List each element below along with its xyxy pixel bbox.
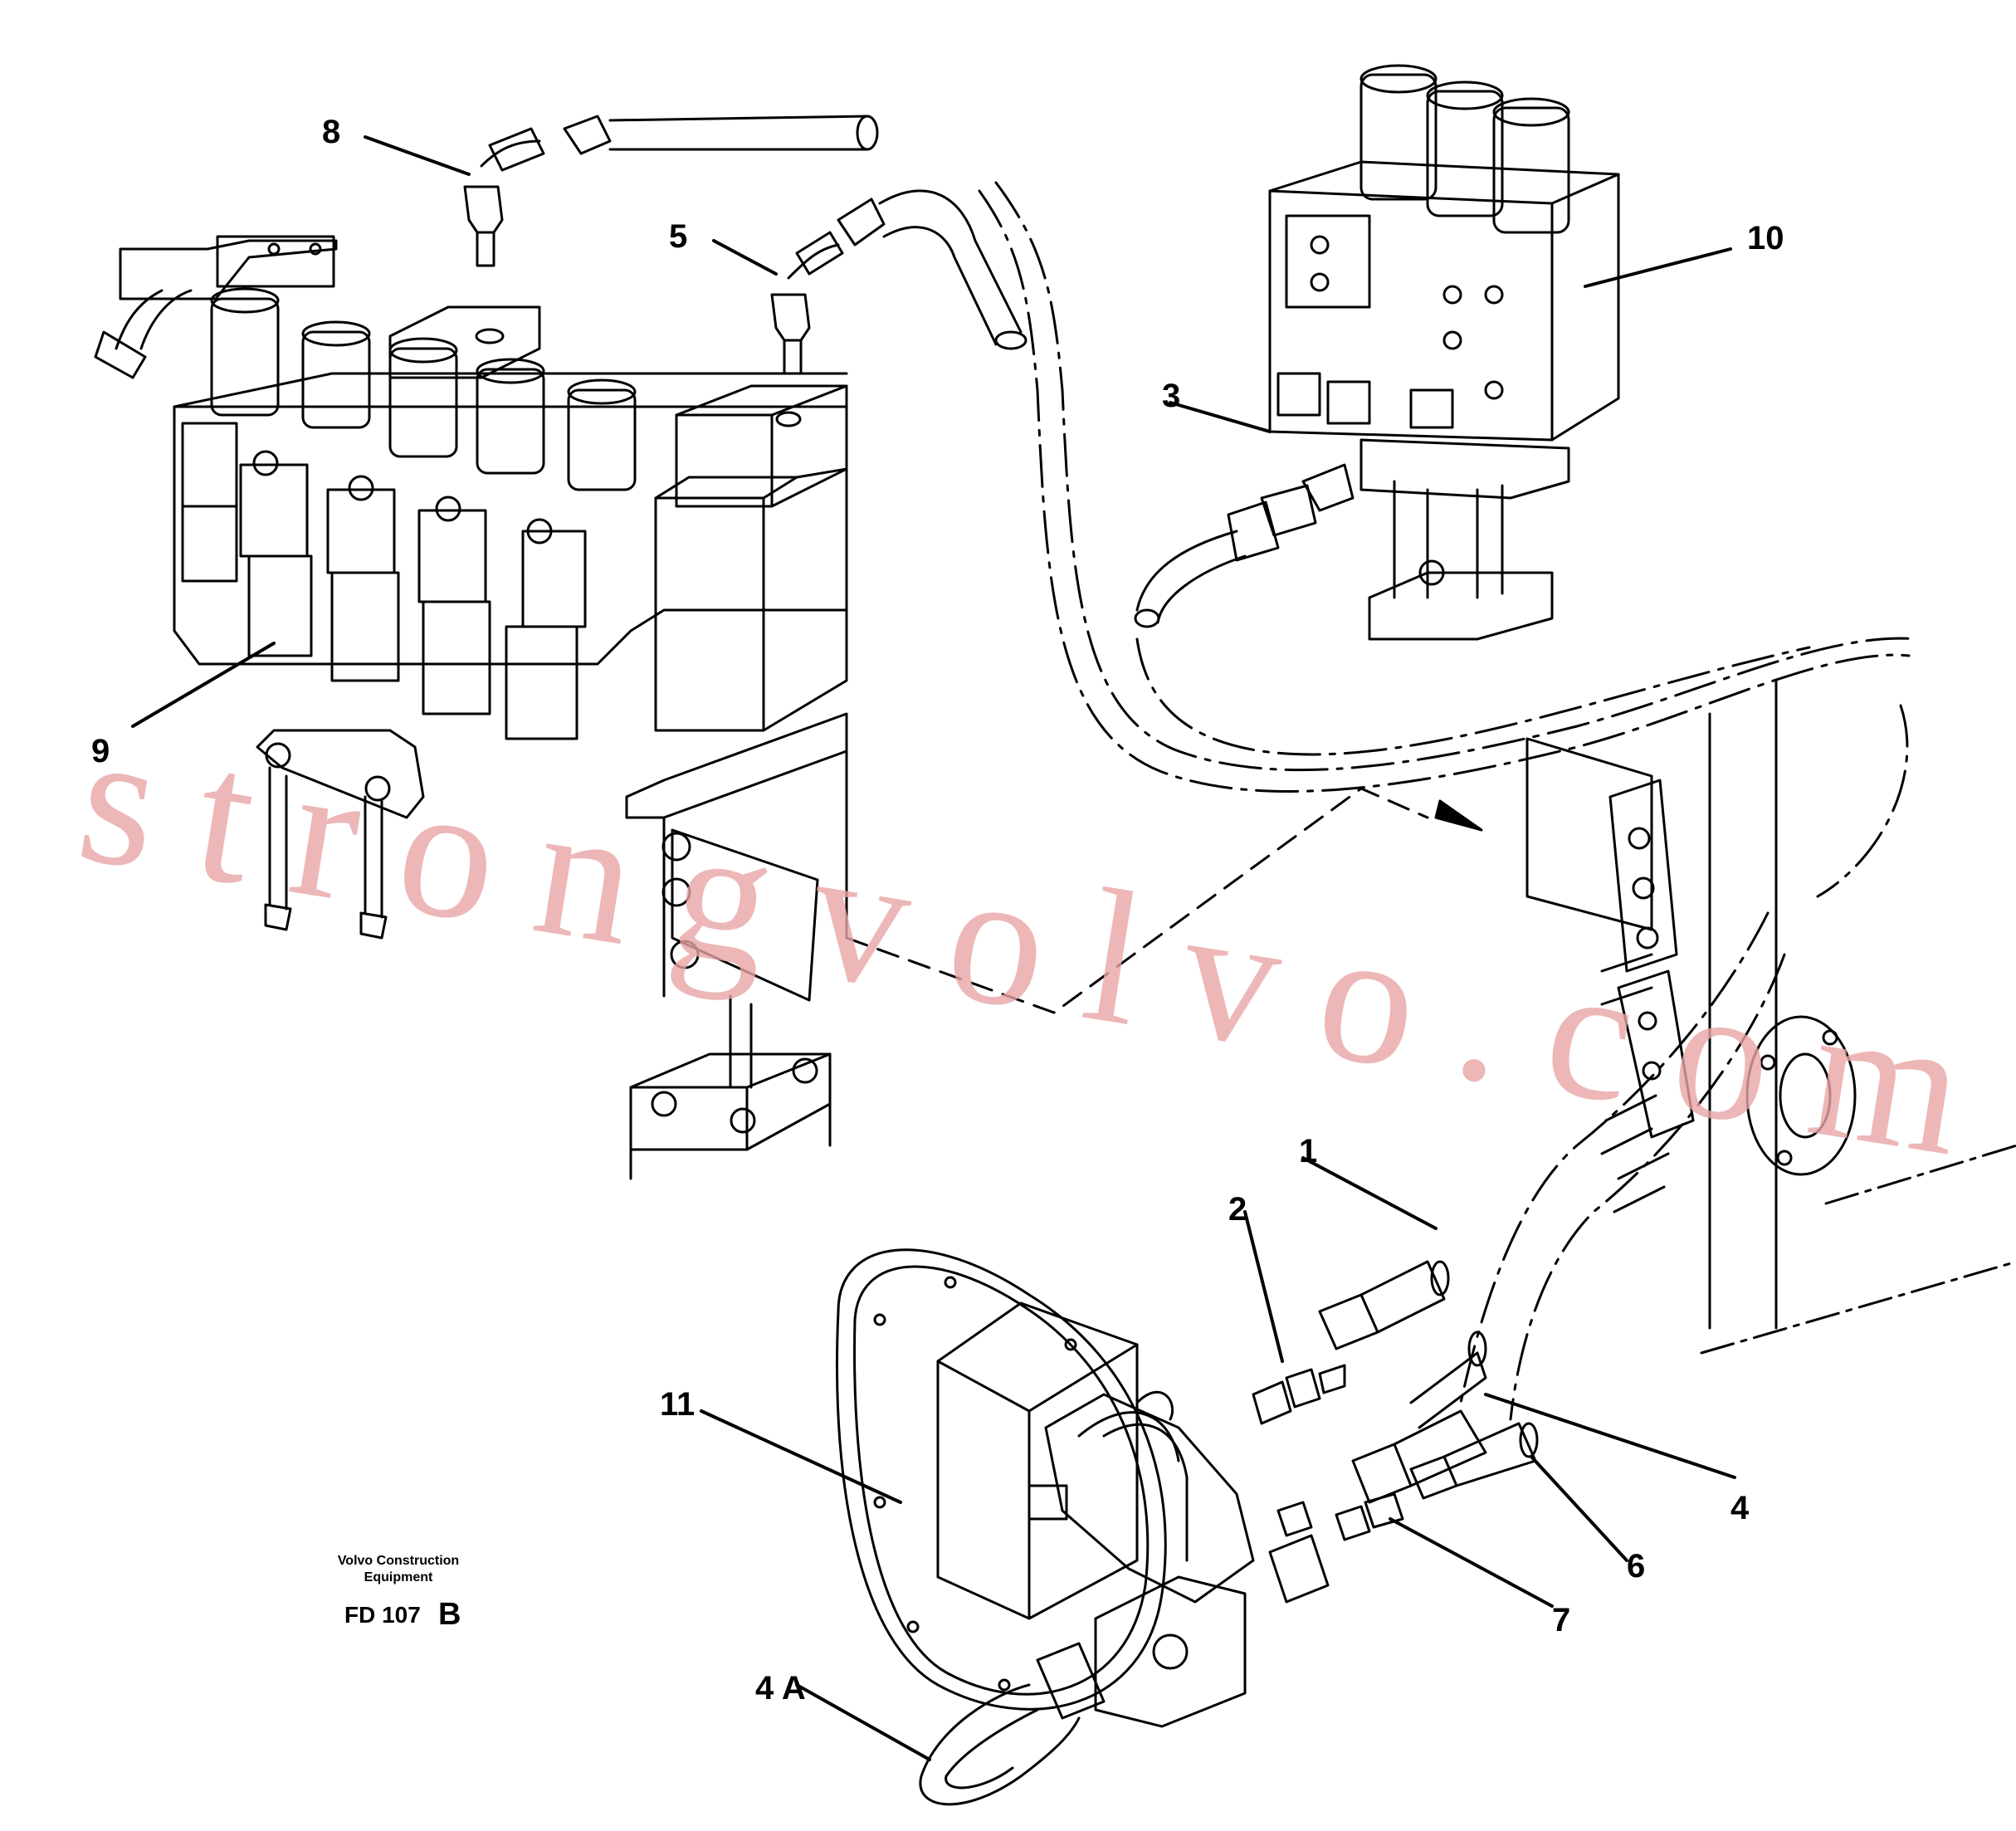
callout-2: 2 bbox=[1228, 1191, 1247, 1228]
reference-arrow bbox=[845, 787, 1483, 1014]
callout-7: 7 bbox=[1552, 1602, 1570, 1638]
callout-10: 10 bbox=[1747, 220, 1784, 256]
fitting-8 bbox=[463, 127, 545, 267]
hoses-top bbox=[563, 115, 1919, 793]
title-block: Volvo Construction Equipment FD 107 B bbox=[338, 1554, 461, 1632]
callout-4a: 4 A bbox=[755, 1670, 806, 1706]
valve-block-9 bbox=[94, 235, 848, 1180]
manufacturer-line-1: Volvo Construction bbox=[338, 1554, 459, 1568]
fitting-7 bbox=[1335, 1492, 1404, 1541]
bulkhead-bracket bbox=[1459, 679, 2016, 1421]
callout-1: 1 bbox=[1299, 1133, 1317, 1169]
hose-6 bbox=[1409, 1422, 1539, 1500]
callout-3: 3 bbox=[1162, 378, 1180, 414]
callout-labels: 8 5 3 10 9 1 2 11 4 6 7 4 A bbox=[91, 114, 1784, 1706]
fitting-3 bbox=[1134, 463, 1811, 756]
hose-1 bbox=[1318, 1260, 1450, 1350]
leader-lines bbox=[131, 135, 1736, 1761]
callout-9: 9 bbox=[91, 733, 110, 769]
valve-10 bbox=[1268, 64, 1620, 641]
fitting-5 bbox=[770, 231, 844, 375]
hose-4 bbox=[1351, 1331, 1487, 1504]
fitting-2 bbox=[1252, 1364, 1346, 1425]
callout-5: 5 bbox=[669, 218, 687, 255]
callout-8: 8 bbox=[322, 114, 340, 150]
callout-6: 6 bbox=[1627, 1548, 1645, 1584]
manufacturer-line-2: Equipment bbox=[364, 1570, 433, 1584]
callout-4: 4 bbox=[1730, 1490, 1750, 1526]
watermark: strongvolvo.com bbox=[66, 689, 1985, 1197]
pump-11 bbox=[836, 1248, 1330, 1806]
drawing-revision: B bbox=[438, 1597, 461, 1632]
callout-11: 11 bbox=[660, 1386, 695, 1423]
drawing-code: FD 107 bbox=[344, 1602, 421, 1628]
